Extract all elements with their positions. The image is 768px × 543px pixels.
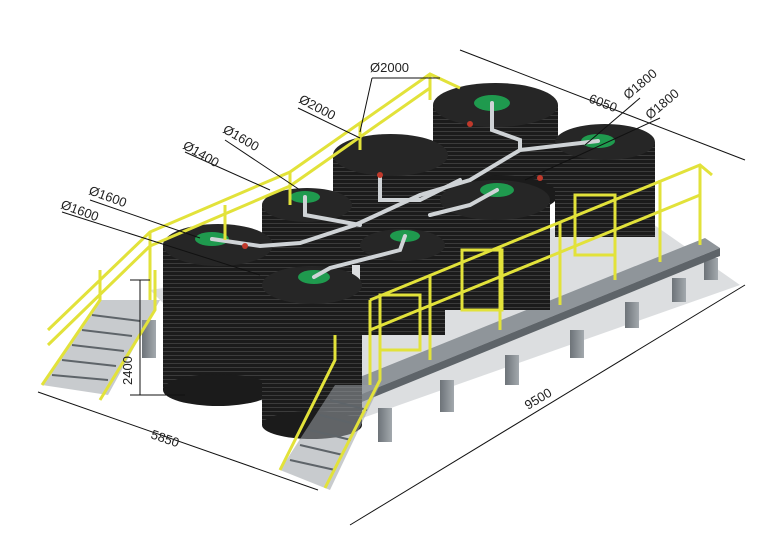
support-leg: [440, 380, 454, 412]
tank-label-d3: Ø1600: [221, 122, 262, 155]
tank-label-d2: Ø2000: [297, 91, 339, 123]
stairs-right: [278, 335, 382, 490]
dim-height: 2400: [120, 356, 135, 385]
stairs-left: [40, 270, 160, 401]
dim-back-width: 6050: [587, 91, 619, 115]
support-leg: [505, 355, 519, 385]
dimension-lines: [37, 49, 746, 526]
tanks: [163, 83, 655, 439]
tank-label-d6: Ø1600: [59, 197, 101, 224]
support-leg: [625, 302, 639, 328]
support-leg: [704, 258, 718, 280]
tank: [440, 180, 550, 310]
front-walkway-edge: [352, 248, 720, 406]
tank: [163, 224, 273, 406]
support-leg: [570, 330, 584, 358]
tank-label-d8: Ø1800: [642, 86, 682, 123]
piping: [210, 101, 600, 279]
pipe-valves: [242, 121, 543, 249]
dim-overall-length: 9500: [522, 385, 555, 413]
support-leg: [672, 278, 686, 302]
support-leg: [142, 320, 156, 358]
dim-overall-width: 5850: [149, 427, 181, 451]
tank-label-d7: Ø1800: [620, 66, 660, 103]
tank-label-d1: Ø2000: [370, 60, 409, 75]
support-leg: [378, 408, 392, 442]
front-walkway: [340, 238, 720, 398]
tank-label-d4: Ø1400: [181, 138, 222, 171]
railings: [46, 72, 713, 385]
